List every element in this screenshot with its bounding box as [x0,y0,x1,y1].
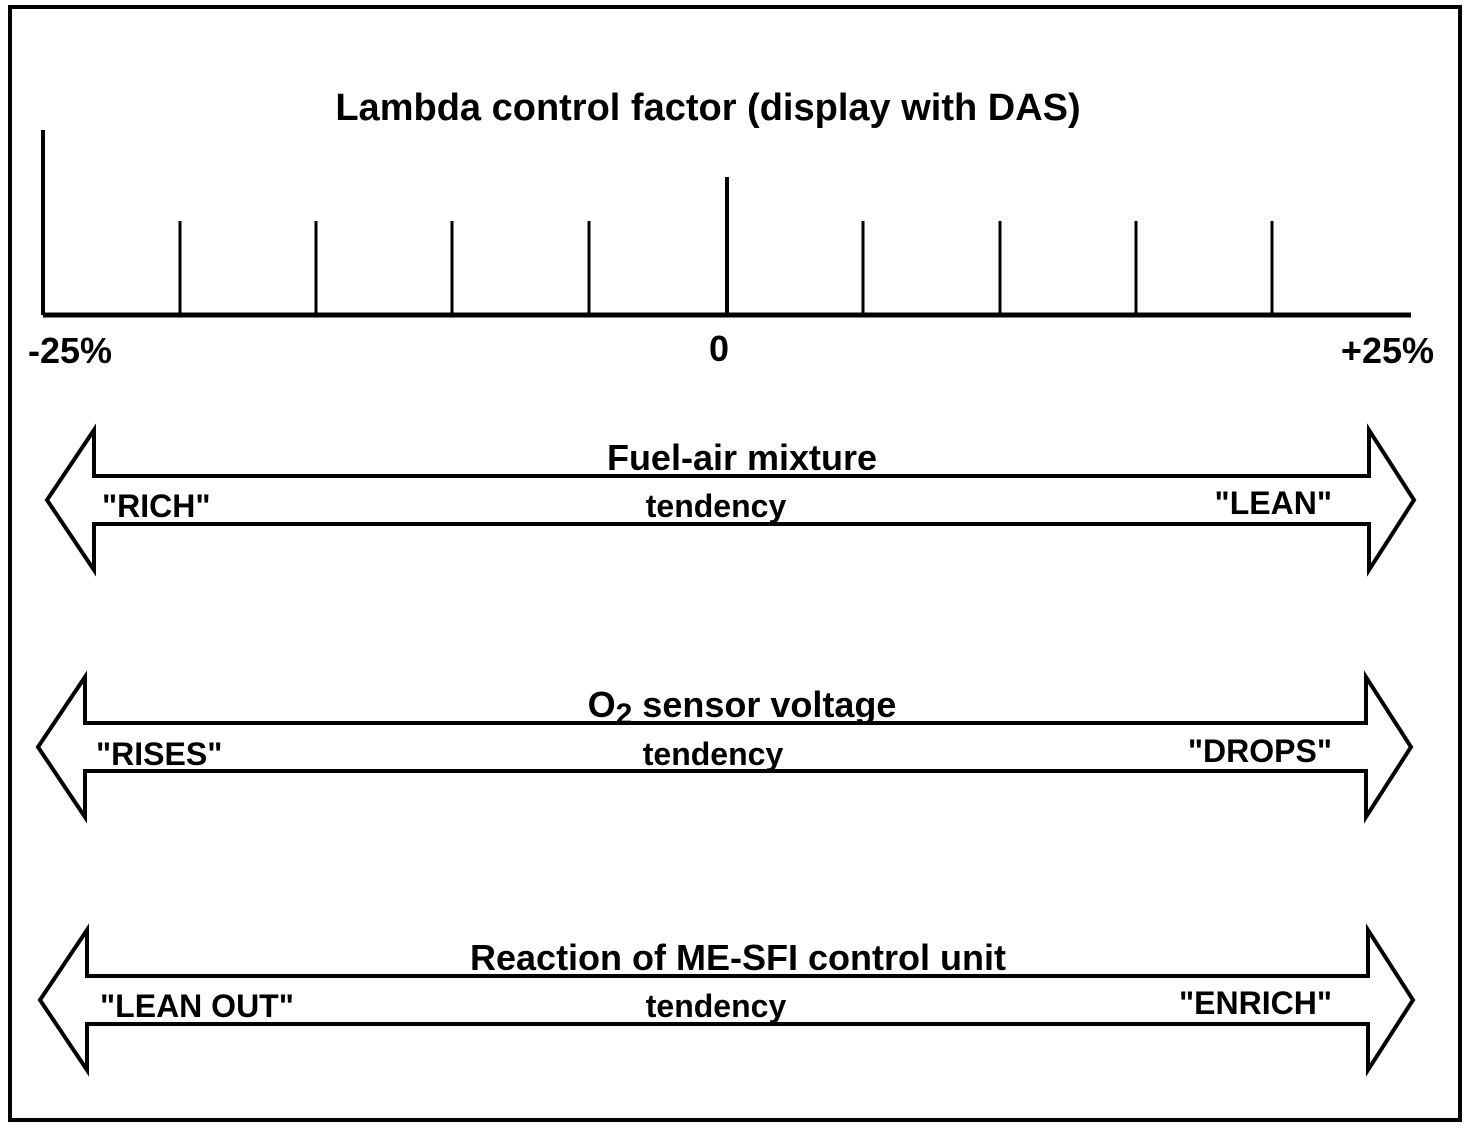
figure-border [8,5,1462,1122]
arrow-left-label: "LEAN OUT" [100,988,294,1024]
arrow-left-label: "RISES" [96,736,222,772]
arrow-title: O2 sensor voltage [588,684,897,731]
arrow-left-label: "RICH" [102,488,211,524]
double-arrow-shape [37,923,1416,1077]
arrow-title-subscript: 2 [616,698,633,731]
arrow-center-label: tendency [646,988,787,1024]
scale-axis: -25% 0 +25% [28,130,1434,371]
arrow-me-sfi-reaction: Reaction of ME-SFI control unit "LEAN OU… [37,923,1416,1077]
arrow-fuel-air-mixture: Fuel-air mixture "RICH" tendency "LEAN" [44,423,1417,577]
figure-title: Lambda control factor (display with DAS) [335,87,1080,129]
arrow-title: Reaction of ME-SFI control unit [470,937,1006,978]
arrow-right-label: "ENRICH" [1179,985,1332,1021]
double-arrow-shape [35,670,1414,824]
arrow-title: Fuel-air mixture [607,437,877,478]
scale-zero-label: 0 [709,328,729,369]
arrow-center-label: tendency [643,736,784,772]
double-arrow-shape [44,423,1417,577]
scale-min-label: -25% [28,330,112,371]
arrow-title-prefix: O [588,684,616,725]
arrow-center-label: tendency [646,488,787,524]
scale-max-label: +25% [1341,330,1434,371]
arrow-o2-sensor-voltage: O2 sensor voltage "RISES" tendency "DROPS… [35,670,1414,824]
arrow-right-label: "DROPS" [1188,733,1332,769]
arrow-right-label: "LEAN" [1215,485,1332,521]
arrow-title-rest: sensor voltage [642,684,896,725]
